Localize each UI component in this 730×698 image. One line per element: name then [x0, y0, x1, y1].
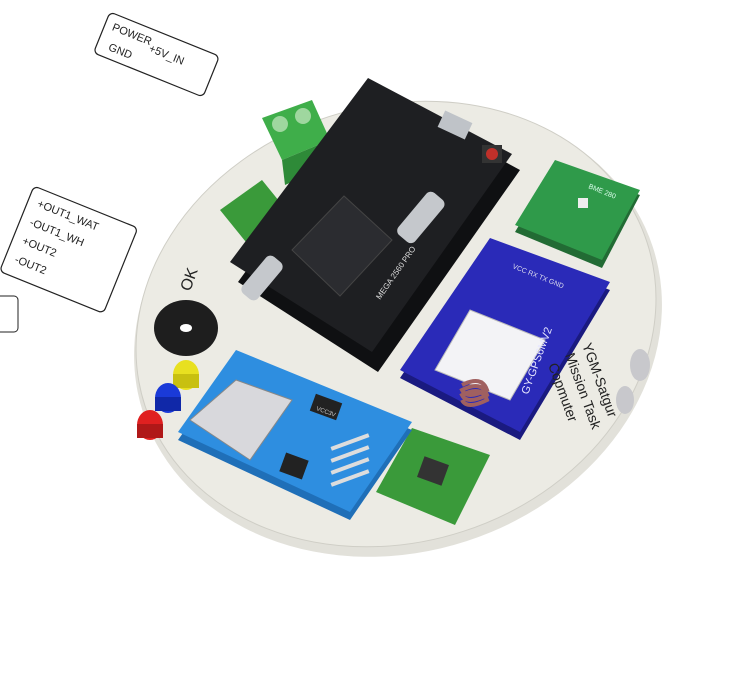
power-label-plate: POWER +5V_IN GND: [94, 12, 219, 97]
led-blue: [155, 383, 181, 413]
bme280-module: BME 280: [515, 160, 640, 268]
gps-module: VCC RX TX GND GY-GPS6MV2: [400, 238, 610, 440]
crystal: [241, 255, 283, 301]
led-red: [137, 410, 163, 440]
ok-label: OK: [178, 266, 202, 294]
sd-card-slot: [189, 379, 293, 461]
mega-2560-pro-board: MEGA 2560 PRO: [230, 78, 520, 372]
usb-port: [437, 110, 473, 140]
partial-label-plate: [0, 295, 19, 333]
standoff: [616, 386, 634, 414]
crystal: [397, 191, 445, 244]
antenna-coil: [459, 379, 490, 407]
output-label-plate: +OUT1_WAT -OUT1_WH +OUT2 -OUT2: [0, 186, 137, 313]
standoff: [630, 349, 650, 381]
led-yellow: [173, 360, 199, 390]
lora-module: [376, 428, 490, 525]
sd-card-module: VCC3V: [178, 350, 412, 520]
